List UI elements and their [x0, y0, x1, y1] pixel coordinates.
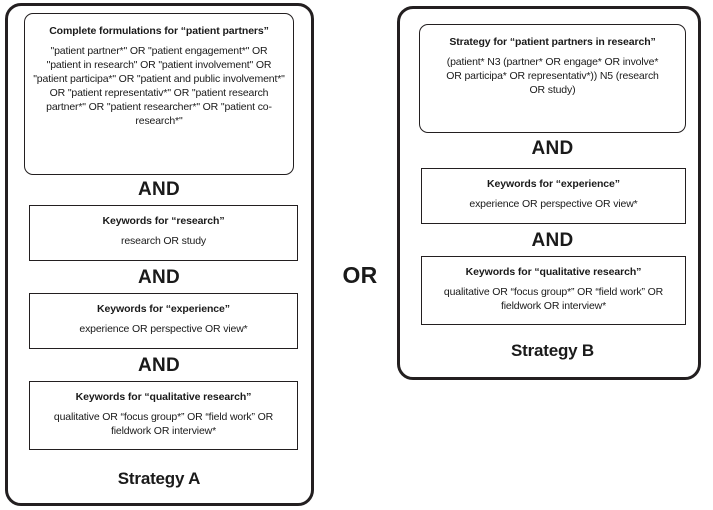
spacer: [30, 404, 297, 411]
spacer: [25, 38, 293, 45]
connector-and-b-2: AND: [531, 230, 574, 251]
block-title: Complete formulations for “patient partn…: [49, 25, 269, 37]
strategy-a-block-keywords-research: Keywords for “research” research OR stud…: [29, 205, 298, 261]
connector-and-a-1: AND: [137, 179, 181, 200]
strategy-b-block-keywords-experience: Keywords for “experience” experience OR …: [421, 168, 686, 224]
spacer: [30, 316, 297, 323]
connector-and-a-2: AND: [137, 267, 181, 288]
block-title: Keywords for “qualitative research”: [465, 266, 642, 278]
strategy-a-block-keywords-experience: Keywords for “experience” experience OR …: [29, 293, 298, 349]
block-body: "patient partner*" OR "patient engagemen…: [33, 45, 285, 127]
block-title: Strategy for “patient partners in resear…: [449, 36, 656, 48]
block-body: (patient* N3 (partner* OR engage* OR inv…: [446, 56, 659, 97]
block-body: research OR study: [121, 235, 206, 248]
spacer: [422, 279, 685, 286]
block-body: experience OR perspective OR view*: [79, 323, 248, 336]
block-body: experience OR perspective OR view*: [469, 198, 638, 211]
connector-and-a-3: AND: [137, 355, 181, 376]
spacer: [420, 49, 685, 56]
strategy-a-label: Strategy A: [117, 469, 201, 488]
block-title: Keywords for “research”: [102, 215, 225, 227]
strategy-a-block-complete-formulations: Complete formulations for “patient partn…: [24, 13, 294, 175]
strategy-b-label: Strategy B: [510, 341, 595, 360]
connector-or-between-strategies: OR: [342, 262, 378, 288]
strategy-b-block-patient-partners-in-research: Strategy for “patient partners in resear…: [419, 24, 686, 133]
block-title: Keywords for “experience”: [97, 303, 230, 315]
block-title: Keywords for “experience”: [487, 178, 620, 190]
connector-and-b-1: AND: [531, 138, 574, 159]
block-title: Keywords for “qualitative research”: [75, 391, 252, 403]
block-body: qualitative OR “focus group*” OR “field …: [443, 286, 664, 313]
spacer: [30, 228, 297, 235]
block-body: qualitative OR “focus group*” OR “field …: [53, 411, 274, 438]
spacer: [422, 191, 685, 198]
strategy-b-block-keywords-qualitative-research: Keywords for “qualitative research” qual…: [421, 256, 686, 325]
strategy-a-block-keywords-qualitative-research: Keywords for “qualitative research” qual…: [29, 381, 298, 450]
